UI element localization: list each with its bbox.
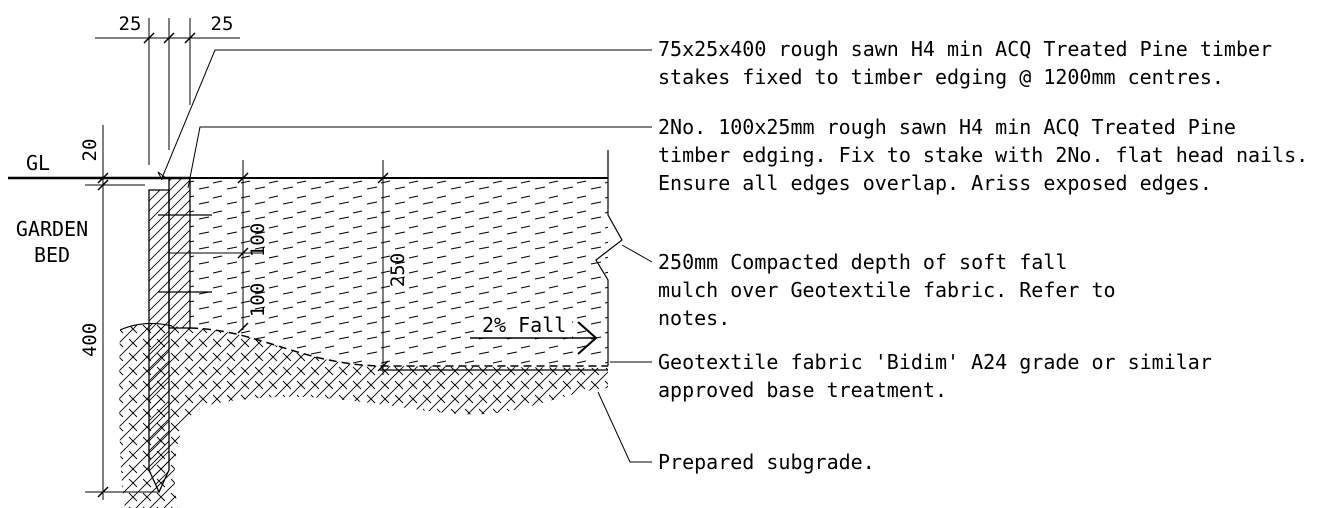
timber-stake xyxy=(148,189,170,494)
dim-100-upper: 100 xyxy=(247,223,269,257)
note-stakes-line2: stakes fixed to timber edging @ 1200mm c… xyxy=(658,65,1224,89)
dim-400: 400 xyxy=(79,323,101,357)
flat-head-nails xyxy=(158,214,212,293)
note-edging-line1: 2No. 100x25mm rough sawn H4 min ACQ Trea… xyxy=(658,115,1236,139)
note-stakes: 75x25x400 rough sawn H4 min ACQ Treated … xyxy=(658,37,1272,89)
fall-label: 2% Fall xyxy=(482,313,566,337)
note-mulch: 250mm Compacted depth of soft fall mulch… xyxy=(658,250,1116,330)
ground-level-label: GL xyxy=(26,151,50,175)
note-geotextile-line1: Geotextile fabric 'Bidim' A24 grade or s… xyxy=(658,350,1212,374)
note-edging-line2: timber edging. Fix to stake with 2No. fl… xyxy=(658,143,1308,167)
note-edging: 2No. 100x25mm rough sawn H4 min ACQ Trea… xyxy=(658,115,1308,195)
dimension-vertical-left: 20 400 xyxy=(79,125,158,500)
garden-bed-label-line2: BED xyxy=(34,243,70,267)
garden-bed-label-line1: GARDEN xyxy=(16,217,88,241)
dim-25-left: 25 xyxy=(119,13,142,35)
note-edging-line3: Ensure all edges overlap. Ariss exposed … xyxy=(658,171,1212,195)
note-stakes-line1: 75x25x400 rough sawn H4 min ACQ Treated … xyxy=(658,37,1272,61)
dimension-stake-width: 25 25 xyxy=(95,13,240,165)
note-subgrade-line1: Prepared subgrade. xyxy=(658,450,875,474)
note-geotextile: Geotextile fabric 'Bidim' A24 grade or s… xyxy=(658,350,1212,402)
dimension-mulch-depth: 250 xyxy=(377,160,409,375)
dim-25-right: 25 xyxy=(211,13,234,35)
fall-arrow: 2% Fall xyxy=(470,312,598,355)
note-subgrade: Prepared subgrade. xyxy=(658,450,875,474)
leader-lines xyxy=(157,49,653,463)
dim-20: 20 xyxy=(79,139,101,162)
dimension-edging-boards: 100 100 xyxy=(188,160,269,334)
note-mulch-line3: notes. xyxy=(658,306,730,330)
note-mulch-line1: 250mm Compacted depth of soft fall xyxy=(658,250,1067,274)
note-mulch-line2: mulch over Geotextile fabric. Refer to xyxy=(658,278,1116,302)
note-geotextile-line2: approved base treatment. xyxy=(658,378,947,402)
timber-edging xyxy=(168,177,191,329)
dim-100-lower: 100 xyxy=(247,283,269,317)
geotextile-fabric xyxy=(189,327,608,367)
dim-250: 250 xyxy=(387,253,409,287)
